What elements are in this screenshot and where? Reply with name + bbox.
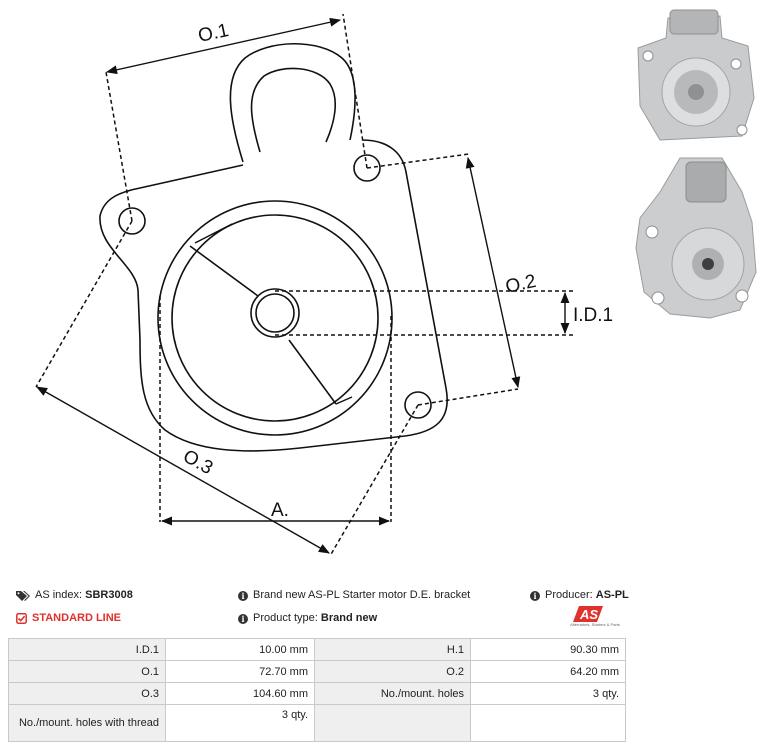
product-type: i Product type: Brand new — [238, 611, 377, 625]
wedge — [189, 245, 337, 405]
product-photo-front — [630, 6, 762, 144]
producer-label: Producer: — [545, 589, 593, 601]
spec-value: 104.60 mm — [165, 682, 315, 705]
mount-hole-left — [118, 207, 146, 235]
technical-drawing: O.1 O.2 O.3 I.D.1 A. — [35, 13, 613, 557]
spec-value: 72.70 mm — [165, 660, 315, 683]
spec-label: No./mount. holes with thread — [8, 704, 166, 742]
as-index-label: AS index: — [35, 589, 83, 601]
label-o1: O.1 — [196, 20, 230, 47]
description: i Brand new AS-PL Starter motor D.E. brac… — [238, 588, 470, 602]
checkbox-checked-icon — [16, 612, 27, 624]
dim-o2-arrow — [465, 156, 521, 389]
inner-ring — [171, 214, 379, 422]
tags-icon — [16, 590, 30, 601]
standard-line: STANDARD LINE — [16, 611, 121, 625]
table-row: I.D.1 10.00 mm H.1 90.30 mm — [8, 638, 626, 661]
spec-value: 10.00 mm — [165, 638, 315, 661]
spec-label — [314, 704, 471, 742]
dim-o3-arrow — [36, 386, 330, 554]
label-id1: I.D.1 — [573, 305, 613, 326]
bracket-outline — [99, 139, 448, 452]
spec-label: No./mount. holes — [314, 682, 471, 705]
product-photo-side — [630, 152, 762, 324]
producer-value: AS-PL — [595, 589, 629, 601]
product-type-value: Brand new — [320, 612, 378, 624]
spec-label: H.1 — [314, 638, 471, 661]
as-pl-logo: AS Alternators, Starters & Parts — [563, 604, 627, 630]
top-lug — [229, 43, 356, 163]
svg-text:AS: AS — [579, 607, 598, 622]
spec-label: I.D.1 — [8, 638, 166, 661]
label-o3: O.3 — [179, 446, 216, 479]
table-row: No./mount. holes with thread 3 qty. — [8, 704, 626, 742]
outer-ring — [157, 200, 393, 436]
mount-hole-bottom-right — [404, 391, 432, 419]
spec-value: 3 qty. — [165, 704, 315, 742]
center-bore-outer — [250, 288, 300, 338]
logo-tagline: Alternators, Starters & Parts — [570, 622, 620, 627]
spec-value: 3 qty. — [470, 682, 626, 705]
label-o2: O.2 — [504, 271, 538, 298]
table-row: O.1 72.70 mm O.2 64.20 mm — [8, 660, 626, 683]
spec-label: O.3 — [8, 682, 166, 705]
label-a: A. — [271, 500, 289, 521]
as-index-value: SBR3008 — [85, 589, 133, 601]
info-icon: i — [238, 591, 248, 601]
description-text: Brand new AS-PL Starter motor D.E. brack… — [253, 589, 471, 601]
product-type-label: Product type: — [253, 612, 318, 624]
spec-label: O.2 — [314, 660, 471, 683]
info-icon: i — [238, 614, 248, 624]
center-bore-inner — [255, 293, 295, 333]
mount-hole-top-right — [353, 154, 381, 182]
spec-value — [470, 704, 626, 742]
spec-table: I.D.1 10.00 mm H.1 90.30 mm O.1 72.70 mm… — [8, 638, 626, 742]
spec-label: O.1 — [8, 660, 166, 683]
standard-line-text: STANDARD LINE — [32, 612, 122, 624]
spec-value: 64.20 mm — [470, 660, 626, 683]
info-icon: i — [530, 591, 540, 601]
producer: i Producer: AS-PL — [530, 588, 629, 602]
top-lug-slot — [250, 67, 337, 153]
table-row: O.3 104.60 mm No./mount. holes 3 qty. — [8, 682, 626, 705]
as-index: AS index: SBR3008 — [16, 588, 133, 602]
spec-value: 90.30 mm — [470, 638, 626, 661]
dim-o1-arrow — [105, 17, 342, 75]
